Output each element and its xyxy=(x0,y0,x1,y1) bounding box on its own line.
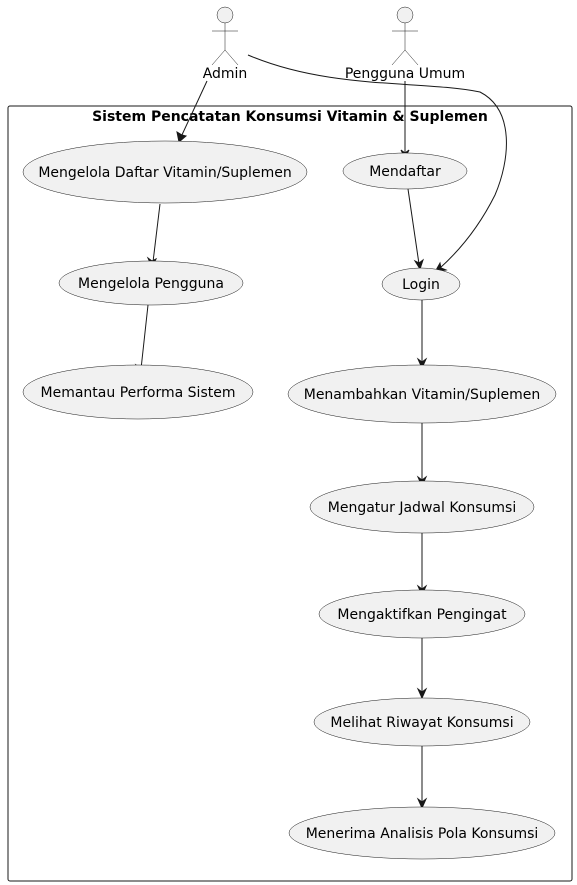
use-case-mengelola-pengguna: Mengelola Pengguna xyxy=(58,260,244,306)
use-case-mengelola-daftar-label: Mengelola Daftar Vitamin/Suplemen xyxy=(38,165,291,181)
use-case-melihat-riwayat-label: Melihat Riwayat Konsumsi xyxy=(330,715,513,731)
actor-pengguna-umum-body-icon xyxy=(391,23,419,66)
use-case-menambahkan-label: Menambahkan Vitamin/Suplemen xyxy=(304,387,541,403)
use-case-mengatur-jadwal: Mengatur Jadwal Konsumsi xyxy=(309,480,535,534)
use-case-login-label: Login xyxy=(402,277,440,293)
edge-mendaftar-login xyxy=(407,188,420,265)
actor-pengguna-umum-label: Pengguna Umum xyxy=(345,66,465,82)
edge-admin-mengelola-daftar xyxy=(180,80,208,138)
actor-pengguna-umum-head-icon xyxy=(396,6,414,24)
system-title: Sistem Pencatatan Konsumsi Vitamin & Sup… xyxy=(92,109,488,125)
actor-pengguna-umum: Pengguna Umum xyxy=(345,6,465,82)
actor-admin-head-icon xyxy=(216,6,234,24)
edge-admin-login xyxy=(247,54,507,269)
actor-admin-label: Admin xyxy=(203,66,248,82)
arrowhead-icon xyxy=(416,797,428,810)
use-case-menerima-analisis: Menerima Analisis Pola Konsumsi xyxy=(288,806,556,860)
edge-daftar-pengguna xyxy=(152,203,161,263)
edge-pengguna-memantau xyxy=(140,304,149,370)
use-case-mendaftar-label: Mendaftar xyxy=(369,164,441,180)
system-boundary xyxy=(7,105,573,882)
use-case-menambahkan: Menambahkan Vitamin/Suplemen xyxy=(287,364,557,424)
use-case-memantau-performa: Memantau Performa Sistem xyxy=(22,364,254,420)
use-case-login: Login xyxy=(381,267,461,301)
use-case-mendaftar: Mendaftar xyxy=(342,152,468,190)
arrowhead-icon xyxy=(176,130,188,143)
arrowhead-icon xyxy=(416,357,428,370)
arrowhead-icon xyxy=(416,687,428,700)
arrowhead-icon xyxy=(413,258,424,271)
actor-admin-body-icon xyxy=(211,23,239,66)
use-case-mengelola-daftar: Mengelola Daftar Vitamin/Suplemen xyxy=(22,140,308,204)
use-case-mengelola-pengguna-label: Mengelola Pengguna xyxy=(78,276,224,292)
use-case-menerima-analisis-label: Menerima Analisis Pola Konsumsi xyxy=(306,826,539,842)
use-case-mengatur-jadwal-label: Mengatur Jadwal Konsumsi xyxy=(328,500,516,516)
actor-admin: Admin xyxy=(203,6,248,82)
use-case-mengaktifkan-pengingat-label: Mengaktifkan Pengingat xyxy=(337,607,507,623)
use-case-mengaktifkan-pengingat: Mengaktifkan Pengingat xyxy=(318,589,526,639)
use-case-melihat-riwayat: Melihat Riwayat Konsumsi xyxy=(313,697,531,747)
use-case-memantau-performa-label: Memantau Performa Sistem xyxy=(41,385,236,401)
